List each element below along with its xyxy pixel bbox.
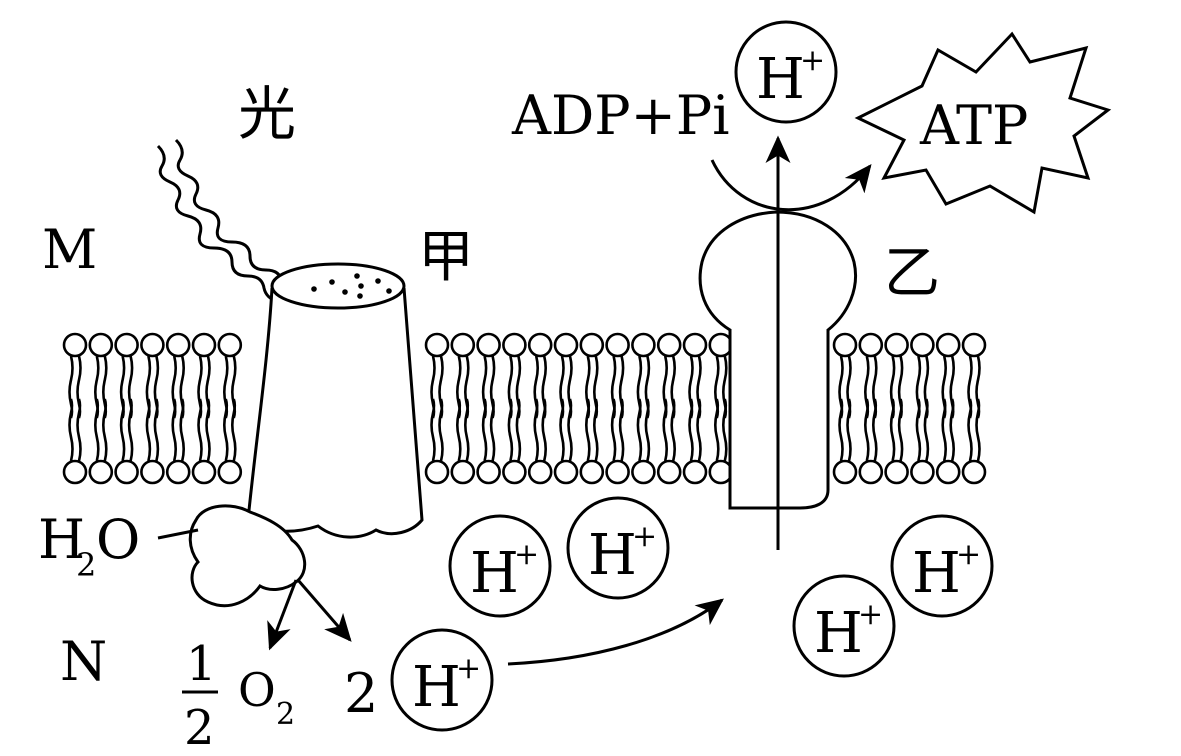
lipid-molecule [527, 332, 553, 485]
lipid-molecule [708, 332, 734, 485]
lipid-molecule [476, 332, 501, 485]
light-wave-icon [156, 144, 298, 331]
lipid-molecule [631, 332, 656, 485]
water-label: H 2 O [38, 508, 140, 584]
water-connector [157, 528, 199, 540]
svg-text:2: 2 [76, 546, 96, 584]
svg-text:H: H [38, 508, 85, 571]
lipid-molecule [62, 332, 88, 485]
protein-yi-label: 乙 [884, 241, 940, 306]
svg-text:H: H [470, 541, 519, 606]
proton-lumen-4: H + [792, 574, 896, 678]
svg-text:+: + [456, 651, 481, 686]
proton-coefficient-label: 2 [344, 662, 378, 725]
lipid-molecule [191, 332, 217, 485]
protein-jia-label: 甲 [418, 225, 474, 290]
side-n-label: N [60, 630, 107, 693]
pigment-dots [311, 273, 392, 299]
lipid-molecule [579, 332, 605, 485]
proton-lumen-2: H + [566, 496, 670, 600]
adp-to-atp-arrow [710, 159, 872, 212]
proton-top: H + [734, 20, 838, 124]
light-label: 光 [238, 80, 296, 148]
lipid-molecule [165, 332, 191, 485]
svg-text:+: + [858, 597, 883, 632]
lipid-molecule [605, 332, 630, 485]
lipid-molecule [884, 332, 909, 485]
proton-transfer-arrow [507, 598, 724, 666]
lipid-molecule [140, 332, 165, 485]
atp-label: ATP [919, 94, 1028, 157]
lipid-molecule [553, 332, 579, 485]
proton-lumen-1: H + [448, 514, 552, 618]
lipid-molecule [450, 332, 476, 485]
protein-jia-top [270, 262, 406, 310]
lipid-molecule [910, 332, 935, 485]
svg-text:+: + [956, 537, 981, 572]
lipid-molecule [88, 332, 114, 485]
proton-lumen-3: H + [890, 514, 994, 618]
adp-pi-label: ADP+Pi [511, 84, 729, 147]
svg-text:1: 1 [186, 636, 217, 692]
lipid-molecule [832, 332, 858, 485]
lipid-molecule [114, 332, 139, 485]
lipid-bilayer [62, 332, 987, 485]
proton-release-arrow [296, 579, 352, 642]
lipid-molecule [682, 332, 708, 485]
lipid-molecule [858, 332, 884, 485]
lipid-molecule [935, 332, 961, 485]
half-oxygen-label: 1 2 O 2 [182, 636, 295, 756]
lipid-molecule [217, 332, 243, 485]
svg-text:+: + [632, 519, 657, 554]
svg-text:+: + [514, 537, 539, 572]
protein-jia-body [246, 287, 424, 539]
svg-text:H: H [756, 47, 805, 112]
svg-text:H: H [588, 523, 637, 588]
proton-released: H + [390, 628, 494, 732]
svg-text:+: + [800, 43, 825, 78]
svg-text:2: 2 [184, 700, 215, 756]
lipid-molecule [502, 332, 527, 485]
lipid-molecule [656, 332, 682, 485]
lipid-molecule [424, 332, 450, 485]
svg-text:O: O [96, 508, 140, 571]
svg-text:H: H [412, 655, 461, 720]
atp-burst [854, 31, 1112, 215]
svg-text:H: H [912, 541, 961, 606]
oxygen-arrow [267, 579, 298, 651]
lipid-molecule [961, 332, 987, 485]
side-m-label: M [42, 218, 97, 281]
svg-text:O: O [238, 663, 276, 717]
svg-text:H: H [814, 601, 863, 666]
svg-text:2: 2 [276, 697, 295, 732]
water-splitting-complex [188, 504, 307, 608]
